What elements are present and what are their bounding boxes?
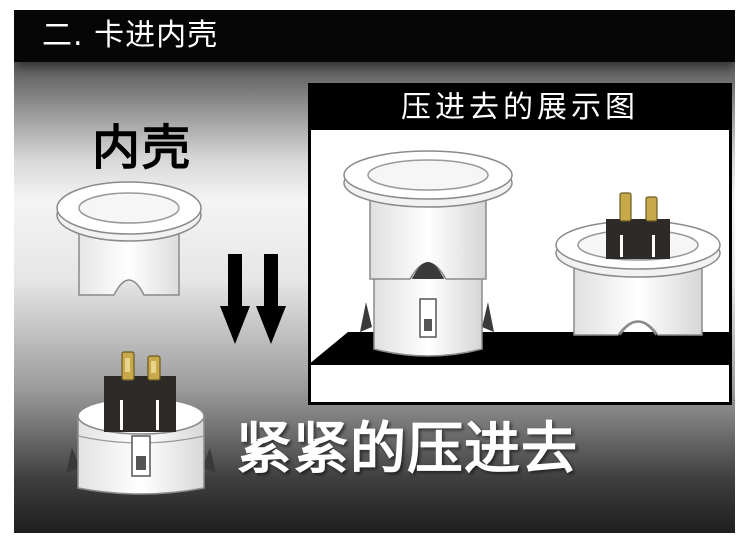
inner-shell-illustration	[54, 170, 204, 310]
step-title: 二. 卡进内壳	[42, 18, 218, 54]
showcase-title-bar: 压进去的展示图	[311, 86, 729, 130]
pressed-in-showcase: 压进去的展示图	[308, 83, 732, 405]
showcase-scene	[308, 127, 732, 405]
down-arrow-icon	[256, 254, 286, 344]
press-in-caption: 紧紧的压进去	[236, 418, 578, 482]
down-arrow-icon	[220, 254, 250, 344]
showcase-title: 压进去的展示图	[311, 91, 729, 125]
header-bar: 二. 卡进内壳	[14, 10, 735, 62]
socket-illustration	[66, 338, 216, 498]
inner-shell-label: 内壳	[92, 120, 192, 176]
instruction-panel: 二. 卡进内壳 内壳	[14, 10, 735, 533]
